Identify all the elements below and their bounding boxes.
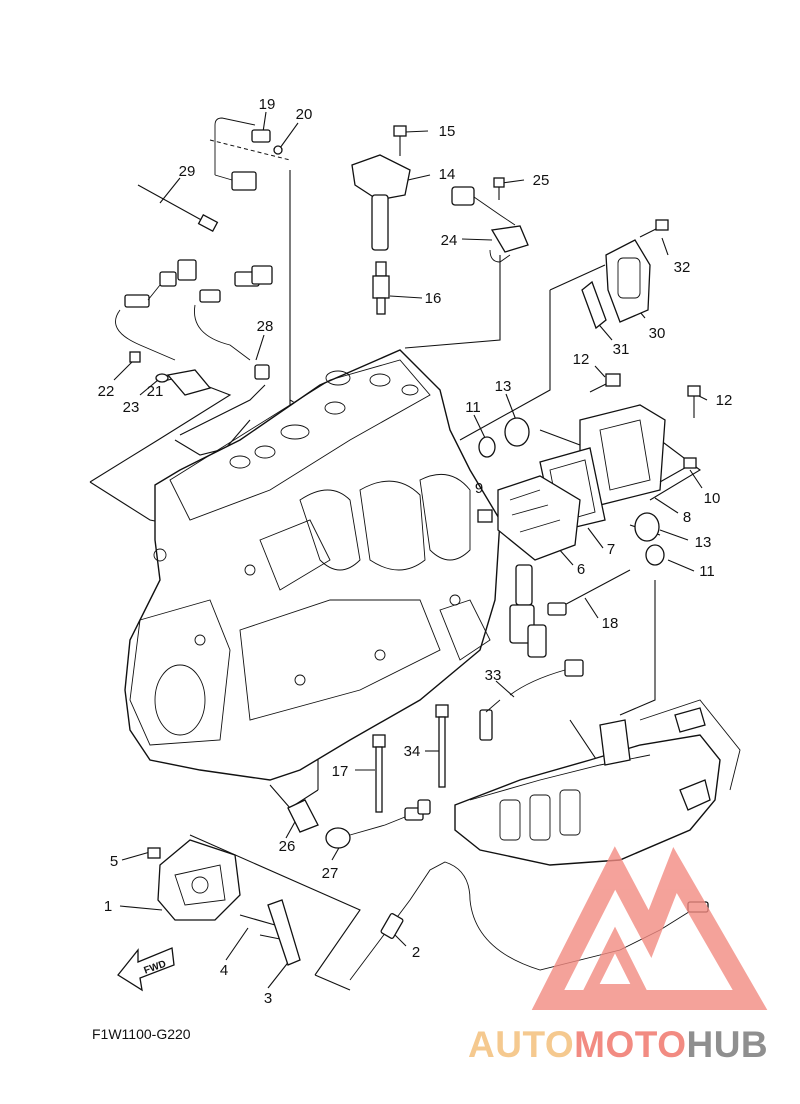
spark-plug-16 <box>372 261 390 315</box>
callout-3: 3 <box>264 990 272 1007</box>
callout-27: 27 <box>322 865 339 882</box>
callout-7: 7 <box>607 541 615 558</box>
sensor-33 <box>479 659 584 741</box>
cable-tie-17 <box>372 734 386 813</box>
callout-10: 10 <box>704 490 721 507</box>
cable-tie-34 <box>435 704 449 788</box>
callout-29: 29 <box>179 163 196 180</box>
sensor-24 <box>451 186 529 263</box>
callout-5: 5 <box>110 853 118 870</box>
sensor-19-20 <box>214 117 283 191</box>
callout-17: 17 <box>332 763 349 780</box>
callout-23: 23 <box>123 399 140 416</box>
callout-6: 6 <box>577 561 585 578</box>
watermark-hub: HUB <box>686 1024 768 1065</box>
callout-19: 19 <box>259 96 276 113</box>
callout-32: 32 <box>674 259 691 276</box>
throttle-bracket-1 <box>157 839 241 921</box>
sensor-lead-left <box>115 259 197 361</box>
callout-25: 25 <box>533 172 550 189</box>
bolt-15 <box>393 125 407 156</box>
callout-24: 24 <box>441 232 458 249</box>
collar-11a <box>478 436 496 458</box>
bolt-25 <box>493 177 505 200</box>
gasket-31 <box>581 280 607 330</box>
watermark-auto: AUTO <box>468 1024 574 1065</box>
callout-4: 4 <box>220 962 228 979</box>
callout-18: 18 <box>602 615 619 632</box>
callout-1: 1 <box>104 898 112 915</box>
callout-11a: 11 <box>465 399 481 416</box>
callout-31: 31 <box>613 341 630 358</box>
watermark-logo <box>531 846 768 1010</box>
callout-16: 16 <box>425 290 442 307</box>
bolt-12b <box>687 385 701 418</box>
grommet-13a <box>504 417 530 447</box>
engine-block <box>124 349 501 781</box>
sensor-18 <box>547 569 631 616</box>
callout-22: 22 <box>98 383 115 400</box>
callout-numbers: 19 20 15 14 25 29 24 32 16 28 30 31 12 2… <box>98 96 733 1007</box>
callout-12b: 12 <box>716 392 733 409</box>
grommet-13b <box>634 512 660 542</box>
bolt-5 <box>147 847 161 859</box>
diagram-code: F1W1100-G220 <box>92 1026 191 1042</box>
callout-8: 8 <box>683 509 691 526</box>
sensor-21-23-22 <box>129 351 212 396</box>
intake-manifold <box>454 699 741 866</box>
connector-harness <box>509 564 547 658</box>
callout-9: 9 <box>475 480 483 497</box>
stay-29 <box>137 184 219 233</box>
fwd-arrow <box>117 947 175 992</box>
watermark-moto: MOTO <box>574 1024 686 1065</box>
ecu-6 <box>497 475 581 561</box>
bolt-12a <box>589 373 621 393</box>
rectifier-30 <box>605 239 651 323</box>
sensor-28 <box>193 265 273 380</box>
callout-14: 14 <box>439 166 456 183</box>
watermark-inner-triangle <box>580 926 650 996</box>
bolt-10 <box>659 457 697 483</box>
bolt-32 <box>639 219 669 238</box>
callout-30: 30 <box>649 325 666 342</box>
callout-34: 34 <box>404 743 421 760</box>
sensor-27 <box>325 799 431 849</box>
collar-11b <box>645 544 665 566</box>
watermark-text: AUTOMOTOHUB <box>468 1024 768 1065</box>
callout-15: 15 <box>439 123 456 140</box>
stay-3 <box>267 899 301 966</box>
callout-20: 20 <box>296 106 313 123</box>
callout-28: 28 <box>257 318 274 335</box>
callout-2: 2 <box>412 944 420 961</box>
callout-33: 33 <box>485 667 502 684</box>
callout-13a: 13 <box>495 378 512 395</box>
callout-13b: 13 <box>695 534 712 551</box>
callout-11b: 11 <box>699 563 715 580</box>
callout-26: 26 <box>279 838 296 855</box>
callout-21: 21 <box>147 383 164 400</box>
sensor-26 <box>287 799 319 833</box>
ignition-coil-14 <box>351 154 411 251</box>
callout-12a: 12 <box>573 351 590 368</box>
bolt-9 <box>477 509 493 523</box>
